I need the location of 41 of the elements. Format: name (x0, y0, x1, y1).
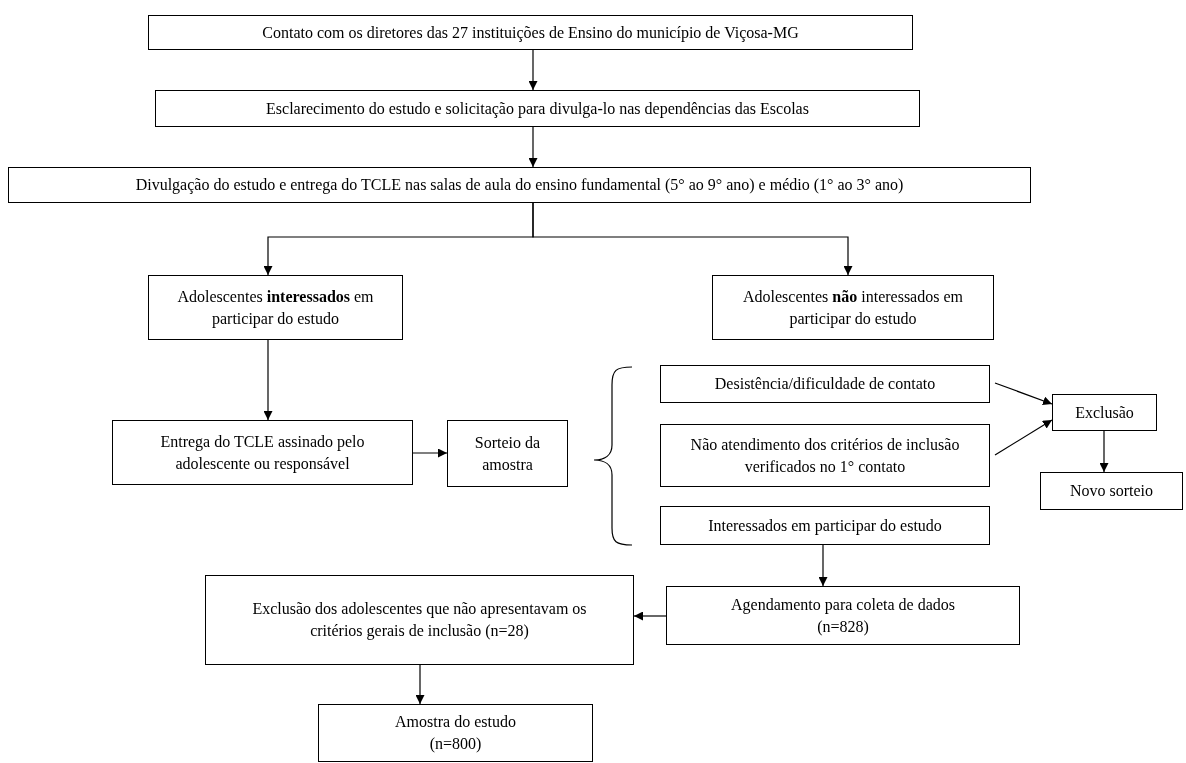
arrow (412, 448, 448, 458)
box-text: Esclarecimento do estudo e solicitação para divulga-lo nas dependências das Escolas (266, 98, 809, 120)
process-box (205, 575, 634, 665)
box-text: Exclusão (1075, 402, 1134, 423)
process-box (666, 586, 1020, 645)
box-text: Interessados em participar do estudo (708, 515, 942, 537)
box-text: Amostra do estudo (n=800) (394, 712, 517, 755)
box-text: Desistência/dificuldade de contato (714, 374, 936, 395)
arrow (528, 126, 538, 168)
process-box (660, 424, 990, 487)
arrow (263, 339, 273, 421)
box-text: Adolescentes não interessados em participar do estudo (742, 286, 964, 330)
box-text: Adolescentes interessados em participar do estudo (176, 286, 375, 330)
process-box (148, 275, 403, 340)
process-box (1040, 472, 1183, 510)
process-box (148, 15, 913, 50)
box-text: Não atendimento dos critérios de inclusão verificados no 1° contato (689, 434, 961, 477)
process-box (447, 420, 568, 487)
process-box (8, 167, 1031, 203)
arrow (818, 544, 828, 587)
box-text: Contato com os diretores das 27 instituições de Ensino do município de Viçosa-MG (262, 22, 799, 44)
arrow (415, 664, 425, 705)
arrow (994, 419, 1053, 456)
box-text: Entrega do TCLE assinado pelo adolescente ou responsável (159, 431, 366, 475)
process-box (660, 506, 990, 545)
arrow (994, 382, 1053, 406)
process-box (155, 90, 920, 127)
process-box (712, 275, 994, 340)
process-box (660, 365, 990, 403)
process-box (318, 704, 593, 762)
box-text: Exclusão dos adolescentes que não apresentavam os critérios gerais de inclusão (n=28) (251, 599, 588, 642)
box-text: Agendamento para coleta de dados (n=828) (730, 594, 956, 638)
box-text: Divulgação do estudo e entrega do TCLE nas salas de aula do ensino fundamental (5° ao 9° ano) e médio (1° ao 3° ano) (135, 175, 904, 196)
process-box (112, 420, 413, 485)
arrow (633, 611, 667, 621)
arrow (1099, 430, 1109, 473)
arrow (532, 202, 853, 276)
arrow (528, 49, 538, 91)
box-text: Sorteio da amostra (473, 432, 542, 475)
box-text: Novo sorteio (1069, 481, 1154, 502)
process-box (1052, 394, 1157, 431)
